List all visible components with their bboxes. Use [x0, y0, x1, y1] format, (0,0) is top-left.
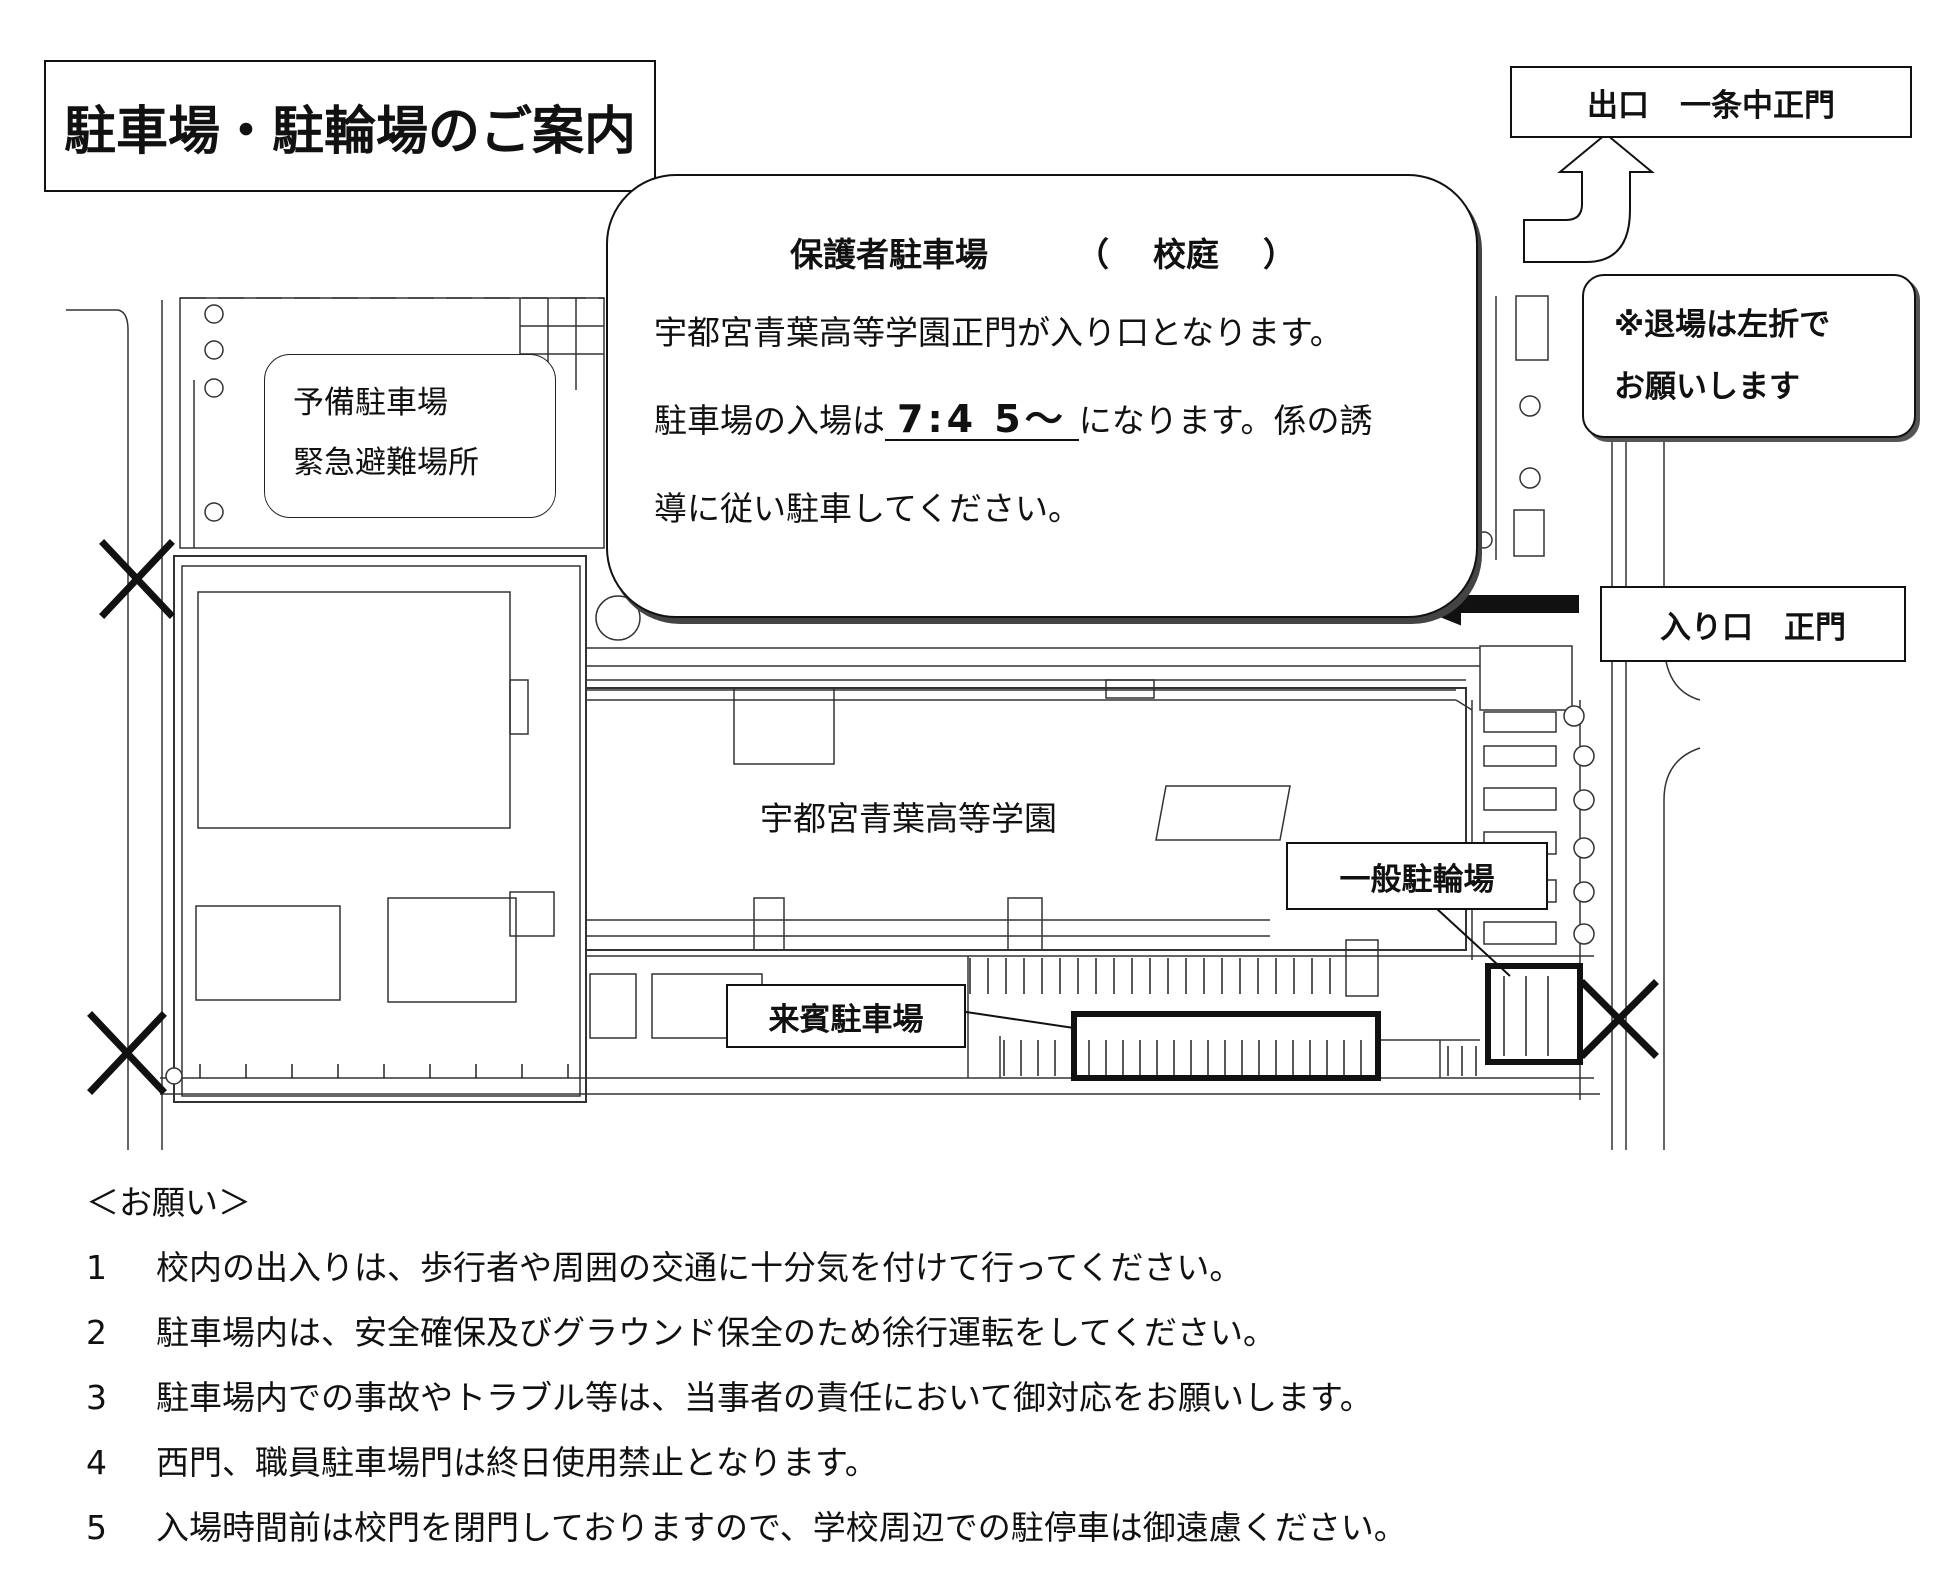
- parent-parking-callout: 保護者駐車場 （ 校庭 ） 宇都宮青葉高等学園正門が入り口となります。 駐車場の入場は…: [606, 174, 1478, 618]
- guest-parking-label: 来賓駐車場: [726, 984, 966, 1048]
- note-number: 3: [86, 1378, 107, 1417]
- note-number: 2: [86, 1313, 107, 1352]
- kiosk-box: [1345, 939, 1379, 997]
- x-mark-icon: [1579, 979, 1659, 1059]
- tree-icon: [204, 340, 224, 360]
- paren-close: ）: [1263, 235, 1296, 274]
- reserve-stairs: [519, 298, 604, 390]
- guest-parking-frame: [1071, 1011, 1381, 1081]
- guest-parking-leader-line: [965, 1011, 1075, 1029]
- note-number: 5: [86, 1508, 107, 1547]
- note-text: 駐車場内での事故やトラブル等は、当事者の責任において御対応をお願いします。: [156, 1378, 1373, 1417]
- notes-section: ＜お願い＞ 1 校内の出入りは、歩行者や周囲の交通に十分気を付けて行ってください。…: [86, 1183, 1886, 1573]
- gym-annex: [509, 679, 529, 735]
- tree-icon: [204, 502, 224, 522]
- parent-parking-line-1: 宇都宮青葉高等学園正門が入り口となります。: [654, 313, 1343, 352]
- tree-icon: [595, 595, 641, 641]
- reserve-line-1: 予備駐車場: [293, 385, 448, 421]
- entry-time: 7:4 5～: [885, 399, 1079, 441]
- stair-box: [509, 891, 555, 937]
- west-building-inner: [181, 565, 581, 1097]
- exit-arrow-icon: [1523, 132, 1655, 263]
- tree-icon: [1563, 705, 1585, 727]
- parent-parking-title-main: 保護者駐車場: [790, 235, 988, 274]
- note-item: 5 入場時間前は校門を閉門しておりますので、学校周辺での駐停車は御遠慮ください。: [86, 1508, 1886, 1548]
- exit-instruction-note: ※退場は左折で お願いします: [1582, 274, 1916, 438]
- parent-parking-title: 保護者駐車場 （ 校庭 ）: [654, 228, 1432, 276]
- note-item: 1 校内の出入りは、歩行者や周囲の交通に十分気を付けて行ってください。: [86, 1248, 1886, 1288]
- gym-block: [197, 591, 511, 829]
- gate-house: [1479, 645, 1573, 711]
- x-mark-icon: [99, 539, 175, 619]
- campus-map: [66, 132, 1701, 1150]
- note-item: 3 駐車場内での事故やトラブル等は、当事者の責任において御対応をお願いします。: [86, 1378, 1886, 1418]
- bike-parking-label: 一般駐輪場: [1286, 842, 1548, 910]
- tree-icon: [1573, 923, 1595, 945]
- reserve-parking-label: 予備駐車場 緊急避難場所: [264, 354, 556, 518]
- guest-parking-stalls: [199, 958, 1549, 1078]
- bike-rack-2: [1483, 745, 1557, 767]
- note-text: 入場時間前は校門を閉門しておりますので、学校周辺での駐停車は御遠慮ください。: [156, 1508, 1407, 1547]
- tree-icon: [165, 1067, 183, 1085]
- gate-path-line: [1455, 699, 1473, 711]
- parent-parking-place: 校庭: [1153, 235, 1219, 274]
- tree-icon: [1573, 881, 1595, 903]
- paren-open: （: [1076, 235, 1109, 274]
- school-pillar-1: [753, 897, 785, 951]
- note-text: 西門、職員駐車場門は終日使用禁止となります。: [156, 1443, 878, 1482]
- entry-time-suffix: になります。係の誘: [1078, 401, 1373, 440]
- tree-icon: [204, 378, 224, 398]
- page-title: 駐車場・駐輪場のご案内: [44, 60, 656, 192]
- note-number: 4: [86, 1443, 107, 1482]
- school-name-label: 宇都宮青葉高等学園: [760, 799, 1057, 838]
- school-courtyard-shape: [1155, 785, 1291, 841]
- school-wing-box: [733, 687, 835, 765]
- school-pillar-2: [1007, 897, 1043, 951]
- entry-gate-label: 入り口 正門: [1600, 586, 1906, 662]
- small-block-2: [387, 897, 517, 1003]
- tree-icon: [1475, 531, 1493, 549]
- tree-icon: [1573, 745, 1595, 767]
- exit-note-line-2: お願いします: [1614, 369, 1800, 405]
- street-line-west: [66, 309, 129, 1150]
- notes-header: ＜お願い＞: [86, 1183, 251, 1222]
- tree-icon: [1573, 837, 1595, 859]
- bike-rack-3: [1483, 787, 1557, 811]
- entry-time-prefix: 駐車場の入場は: [654, 401, 885, 440]
- bike-parking-leader-line: [1435, 907, 1511, 977]
- tree-icon: [1573, 789, 1595, 811]
- note-number: 1: [86, 1248, 107, 1287]
- street-curve-east-lower: [1663, 747, 1701, 1150]
- note-item: 2 駐車場内は、安全確保及びグラウンド保全のため徐行運転をしてください。: [86, 1313, 1886, 1353]
- east-box-1: [1515, 295, 1549, 361]
- tree-icon: [1519, 395, 1541, 417]
- bike-parking-frame: [1485, 963, 1583, 1065]
- note-item: 4 西門、職員駐車場門は終日使用禁止となります。: [86, 1443, 1886, 1483]
- exit-gate-label: 出口 一条中正門: [1510, 66, 1912, 138]
- exit-note-line-1: ※退場は左折で: [1614, 307, 1831, 343]
- x-mark-icon: [87, 1011, 167, 1095]
- gate-marker-box: [1105, 679, 1155, 699]
- tree-icon: [1519, 467, 1541, 489]
- parent-parking-line-3: 導に従い駐車してください。: [654, 489, 1082, 528]
- south-small-box: [589, 973, 637, 1039]
- bike-rack-1: [1483, 711, 1557, 733]
- west-building-outline: [173, 555, 587, 1103]
- reserve-line-2: 緊急避難場所: [293, 445, 479, 481]
- note-text: 校内の出入りは、歩行者や周囲の交通に十分気を付けて行ってください。: [156, 1248, 1243, 1287]
- east-box-2: [1513, 509, 1545, 557]
- reserve-lot-outline: [179, 297, 605, 549]
- tree-icon: [204, 304, 224, 324]
- bike-rack-6: [1483, 921, 1557, 945]
- small-block-1: [195, 905, 341, 1001]
- note-text: 駐車場内は、安全確保及びグラウンド保全のため徐行運転をしてください。: [156, 1313, 1277, 1352]
